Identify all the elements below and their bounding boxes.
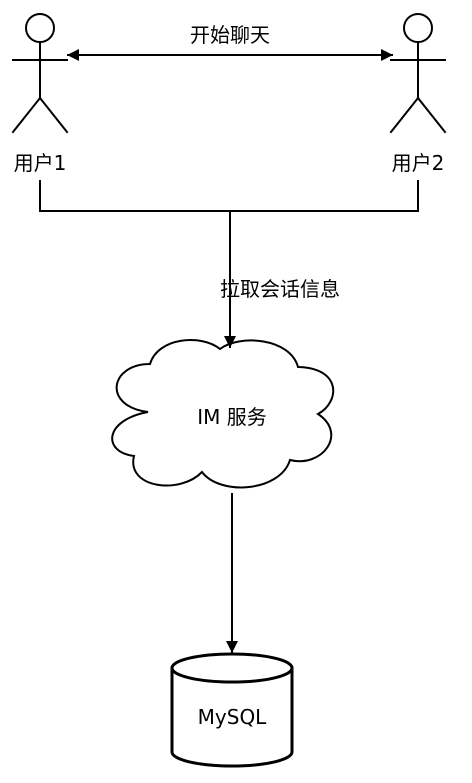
stick-figure-icon bbox=[11, 13, 69, 134]
actor-label-user-1: 用户1 bbox=[14, 151, 67, 175]
fetch-arrow-label: 拉取会话信息 bbox=[220, 277, 340, 301]
database-node: MySQL bbox=[170, 652, 294, 768]
actor-label-user-2: 用户2 bbox=[392, 151, 445, 175]
database-icon bbox=[170, 652, 294, 768]
chat-arrow-label: 开始聊天 bbox=[190, 23, 270, 47]
actor-user-2: 用户2 bbox=[389, 13, 447, 175]
im-service-label: IM 服务 bbox=[197, 405, 267, 429]
actor-user-1: 用户1 bbox=[11, 13, 69, 175]
cloud-icon bbox=[111, 339, 335, 489]
im-service-node: IM 服务 bbox=[111, 339, 335, 489]
database-label: MySQL bbox=[198, 705, 268, 729]
actors-connector bbox=[39, 180, 419, 212]
stick-figure-icon bbox=[389, 13, 447, 134]
